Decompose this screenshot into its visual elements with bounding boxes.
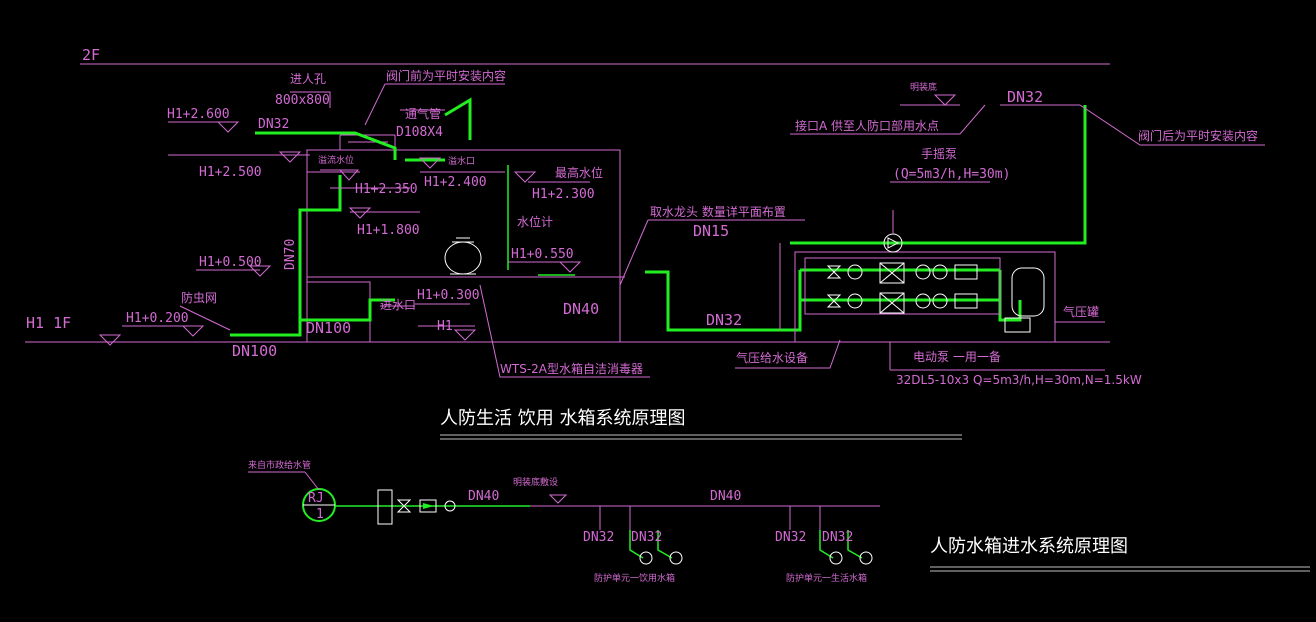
elev-1800-label: H1+1.800 (357, 223, 420, 238)
dn32-mid-label: DN32 (706, 311, 742, 329)
diagram1-title: 人防生活 饮用 水箱系统原理图 (440, 408, 685, 429)
leader-lines (122, 83, 1265, 378)
disinfector-icon (444, 237, 482, 275)
rj-symbol (302, 488, 336, 522)
rj-number: 1 (316, 507, 324, 522)
overflow-level-label: 溢流水位 (318, 154, 354, 166)
dn32-top-label: DN32 (258, 117, 289, 132)
diagram2-title: 人防水箱进水系统原理图 (930, 536, 1128, 557)
elev-0200-label: H1+0.200 (126, 311, 189, 326)
unit-a-label: 防护单元一饮用水箱 (594, 572, 675, 584)
elev-0300-label: H1+0.300 (417, 288, 480, 303)
elev-2500-label: H1+2.500 (199, 165, 262, 180)
disinfector-label: WTS-2A型水箱自洁消毒器 (500, 361, 643, 376)
dn40-label: DN40 (563, 300, 599, 318)
vent-pipe-label: 通气管 (405, 106, 441, 121)
manhole-size-label: 800x800 (275, 93, 330, 108)
manhole-label: 进人孔 (290, 72, 326, 86)
pressure-equipment-frame (779, 243, 1105, 371)
dn40-a-label: DN40 (468, 489, 499, 504)
floor-bottom-label: 明装底 (910, 81, 937, 93)
elev-2300-label: H1+2.300 (532, 187, 595, 202)
diagram2-pipes (335, 489, 880, 565)
dn100-a-label: DN100 (306, 319, 351, 337)
source-label: 来自市政给水管 (248, 459, 311, 471)
valve-front-note: 阀门前为平时安装内容 (386, 68, 506, 83)
dn32-c-label: DN32 (775, 530, 806, 545)
hand-pump-label: 手摇泵 (921, 147, 957, 161)
level-gauge-label: 水位计 (517, 214, 553, 229)
dn15-label: DN15 (693, 222, 729, 240)
floor-1f-label: H1 1F (26, 314, 71, 332)
dn32-d-label: DN32 (822, 530, 853, 545)
elev-2600-label: H1+2.600 (167, 107, 230, 122)
dn70-label: DN70 (283, 239, 298, 270)
dn40-b-label: DN40 (710, 489, 741, 504)
inlet-label: 进水口 (380, 298, 416, 312)
elev-h1-label: H1 (437, 319, 453, 334)
elevation-markers (98, 94, 957, 346)
dn32-a-label: DN32 (583, 530, 614, 545)
overflow-port-label: 溢水口 (448, 155, 475, 167)
elev-0500-label: H1+0.500 (199, 255, 262, 270)
tap-note-label: 取水龙头 数量详平面布置 (650, 204, 786, 219)
max-level-label: 最高水位 (555, 165, 603, 180)
pump-label: 电动泵 一用一备 (913, 350, 1001, 364)
hand-pump-spec-label: (Q=5m3/h,H=30m) (893, 167, 1010, 182)
pressure-tank-icon (1004, 267, 1045, 333)
elev-2350-label: H1+2.350 (355, 182, 418, 197)
elev-2400-label: H1+2.400 (424, 175, 487, 190)
floor-2f-label: 2F (82, 46, 100, 64)
pressure-equip-label: 气压给水设备 (736, 350, 808, 365)
pump-spec-label: 32DL5-10x3 Q=5m3/h,H=30m,N=1.5kW (896, 373, 1142, 387)
vent-size-label: D108X4 (396, 125, 443, 140)
dn100-b-label: DN100 (232, 342, 277, 360)
green-pipes-diagram1 (230, 97, 1087, 337)
valve-back-note: 阀门后为平时安装内容 (1138, 128, 1258, 143)
unit-b-label: 防护单元一生活水箱 (786, 572, 867, 584)
elev-0550-label: H1+0.550 (511, 247, 574, 262)
dn32-b-label: DN32 (631, 530, 662, 545)
dn32-right-label: DN32 (1007, 88, 1043, 106)
port-a-label: 接口A 供至人防口部用水点 (795, 118, 939, 133)
pump-icons (826, 262, 978, 314)
rj-label: RJ (308, 491, 324, 506)
pressure-tank-label: 气压罐 (1063, 304, 1099, 319)
floor-note-label: 明装底敷设 (513, 476, 558, 488)
insect-net-label: 防虫网 (181, 290, 217, 305)
hand-pump-icon (883, 210, 903, 253)
